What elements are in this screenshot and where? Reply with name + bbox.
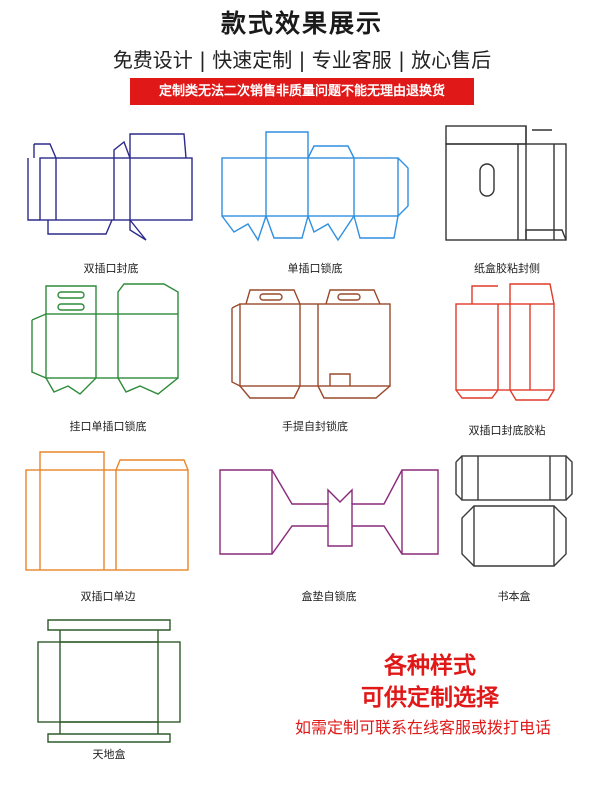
notice-banner: 定制类无法二次销售非质量问题不能无理由退换货 [130, 78, 474, 105]
promo-headline: 各种样式 [384, 653, 476, 679]
box-style-hang-tab-lock-bottom: 挂口单插口锁底 [28, 280, 188, 433]
promo-subheadline: 可供定制选择 [361, 685, 499, 711]
box-style-label: 挂口单插口锁底 [69, 420, 147, 433]
box-diagram-10 [37, 619, 181, 743]
box-style-double-tuck-bottom: 双插口封底 [26, 130, 196, 275]
promo-contact-text: 如需定制可联系在线客服或拨打电话 [294, 718, 551, 737]
box-style-label: 双插口单边 [80, 590, 136, 603]
box-diagram-7 [25, 451, 189, 571]
box-style-lid-and-base: 天地盒 [34, 616, 184, 761]
box-style-glued-side: 纸盒胶粘封侧 [442, 122, 572, 275]
box-style-single-tuck-lock-bottom: 单插口锁底 [218, 128, 412, 275]
box-diagram-4 [31, 283, 179, 395]
box-diagram-6 [455, 283, 555, 401]
page-title: 款式效果展示 [220, 9, 383, 38]
box-style-label: 书本盒 [497, 590, 531, 603]
box-diagram-8 [219, 469, 439, 555]
box-style-handle-self-lock: 手提自封锁底 [230, 284, 400, 433]
box-diagram-1 [27, 133, 193, 241]
box-style-label: 天地盒 [92, 748, 126, 761]
box-style-label: 单插口锁底 [287, 262, 343, 275]
box-diagram-2 [221, 131, 409, 242]
box-style-label: 手提自封锁底 [282, 420, 348, 433]
box-style-book-box: 书本盒 [454, 446, 574, 603]
box-style-label: 纸盒胶粘封侧 [474, 262, 540, 275]
page-subtitle: 免费设计 | 快速定制 | 专业客服 | 放心售后 [112, 48, 492, 72]
box-diagram-5 [231, 289, 391, 399]
box-style-label: 盒垫自锁底 [301, 590, 357, 603]
box-style-label: 双插口封底 [83, 262, 139, 275]
box-diagram-9 [455, 455, 573, 567]
box-style-double-tuck-single-edge: 双插口单边 [20, 448, 196, 603]
box-style-label: 双插口封底胶粘 [468, 424, 546, 437]
box-style-pad-self-lock: 盒垫自锁底 [216, 466, 442, 603]
box-style-double-tuck-glue: 双插口封底胶粘 [452, 280, 562, 437]
box-diagram-3 [445, 125, 567, 241]
